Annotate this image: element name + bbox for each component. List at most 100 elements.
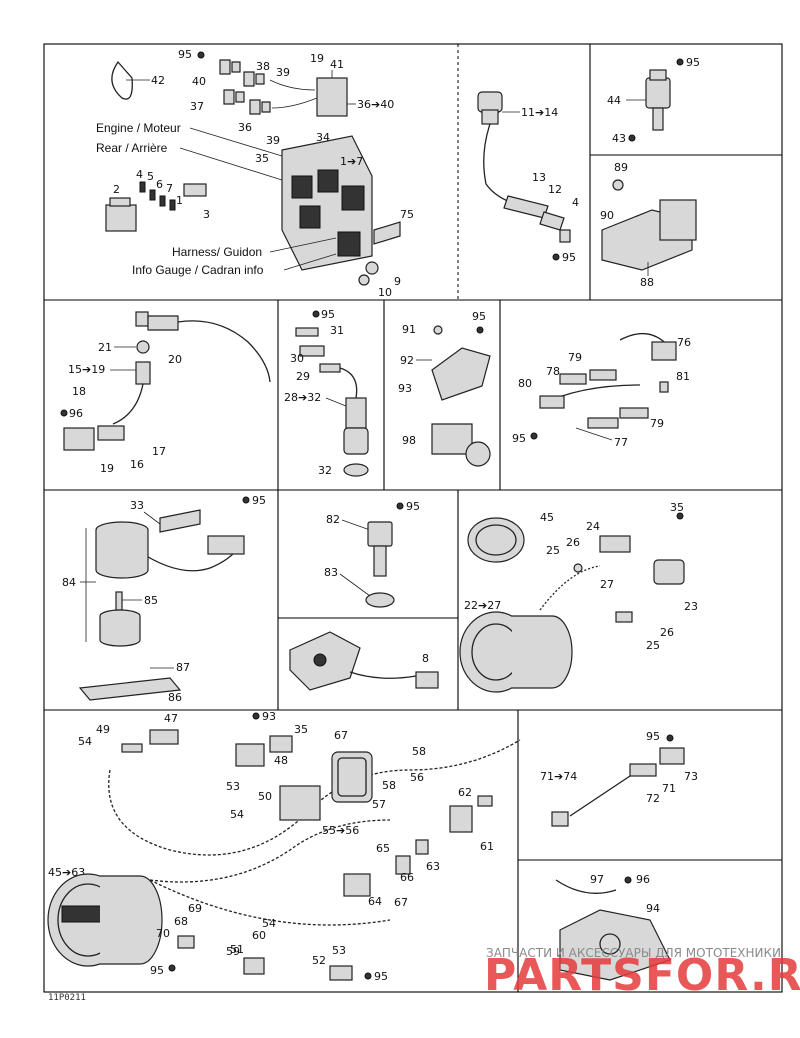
label-3: 3: [203, 208, 210, 221]
label-8: 8: [422, 652, 429, 665]
label-94: 94: [646, 902, 660, 915]
label-1: 1: [176, 194, 183, 207]
label-85: 85: [144, 594, 158, 607]
relay-61: [449, 805, 473, 833]
panel-switch-8: 8: [289, 631, 439, 691]
label-4: 4: [136, 168, 143, 181]
label-96: 96: [69, 407, 83, 420]
panel-coil-84: 33 95 84 85 87 86: [62, 494, 266, 704]
connector-76: [651, 341, 677, 361]
connector-47: [149, 729, 179, 745]
label-47: 47: [164, 712, 178, 725]
label-24: 24: [586, 520, 600, 533]
label-87: 87: [176, 661, 190, 674]
label-27: 27: [600, 578, 614, 591]
sensor-71: [551, 811, 569, 827]
label-89: 89: [614, 161, 628, 174]
sensor-44: [645, 77, 671, 109]
label-39-b: 39: [266, 134, 280, 147]
sensor-15: [135, 361, 151, 385]
label-23: 23: [684, 600, 698, 613]
label-5: 5: [147, 170, 154, 183]
label-67: 67: [334, 729, 348, 742]
fuse-slot: [337, 231, 361, 257]
label-63: 63: [426, 860, 440, 873]
caption-rear: Rear / Arrière: [96, 141, 168, 155]
relay-41: [316, 77, 348, 117]
label-44: 44: [607, 94, 621, 107]
nut-10: [358, 274, 370, 286]
label-95: 95: [512, 432, 526, 445]
bracket-86: [78, 677, 182, 701]
label-62: 62: [458, 786, 472, 799]
label-83: 83: [324, 566, 338, 579]
panel-level-sensor: 95 31 30 29 28➔32 32: [284, 308, 369, 477]
watermark-brand: PARTSFOR.RU: [484, 950, 800, 1001]
panel-fuse-box: 42 41 95 19 40 38 39 37 36 39 36➔40 Engi…: [96, 48, 414, 299]
label-68: 68: [174, 915, 188, 928]
o-ring-21: [136, 340, 150, 354]
label-54-b: 54: [230, 808, 244, 821]
label-19: 19: [100, 462, 114, 475]
label-70: 70: [156, 927, 170, 940]
label-78: 78: [546, 365, 560, 378]
connector-84: [207, 535, 245, 555]
watermark: ЗАПЧАСТИ И АКСЕССУАРЫ ДЛЯ МОТОТЕХНИКИ PA…: [484, 946, 800, 1001]
label-57: 57: [372, 798, 386, 811]
connector-48: [235, 743, 265, 767]
label-52: 52: [312, 954, 326, 967]
label-95: 95: [472, 310, 486, 323]
panel-switch-82: 82 95 83: [324, 500, 420, 608]
diagram-frame: [43, 43, 783, 993]
label-4: 4: [572, 196, 579, 209]
label-95: 95: [406, 500, 420, 513]
coil-84: [95, 530, 149, 579]
label-93: 93: [262, 710, 276, 723]
label-75: 75: [400, 208, 414, 221]
label-98: 98: [402, 434, 416, 447]
panel-sensor-44: 95 44 43: [607, 56, 700, 145]
connector-24: [599, 535, 631, 553]
panel-actuator-88: 89 90 88: [600, 161, 697, 289]
label-34: 34: [316, 131, 330, 144]
label-54-c: 54: [262, 917, 276, 930]
label-97: 97: [590, 873, 604, 886]
label-36-40: 36➔40: [357, 98, 394, 111]
label-26-a: 26: [566, 536, 580, 549]
label-38: 38: [256, 60, 270, 73]
connector-12: [503, 195, 549, 219]
sensor-23: [653, 559, 685, 585]
label-59: 59: [226, 945, 240, 958]
label-30: 30: [290, 352, 304, 365]
label-29: 29: [296, 370, 310, 383]
label-36: 36: [238, 121, 252, 134]
label-95: 95: [686, 56, 700, 69]
label-60: 60: [252, 929, 266, 942]
label-51: 51: [230, 943, 244, 956]
label-25-b: 25: [646, 639, 660, 652]
sensor-28: [345, 397, 367, 429]
label-86: 86: [168, 691, 182, 704]
label-79-b: 79: [650, 417, 664, 430]
panel-sensor-94: 97 96 94: [555, 873, 671, 981]
panel-main-harness: 49 47 93 35 54 67 58 48 56 58 53 50 54 5…: [47, 710, 521, 983]
label-6: 6: [156, 178, 163, 191]
label-35: 35: [255, 152, 269, 165]
connector-36: [249, 99, 271, 115]
label-54-a: 54: [78, 735, 92, 748]
label-66: 66: [400, 871, 414, 884]
watermark-tagline: ЗАПЧАСТИ И АКСЕССУАРЫ ДЛЯ МОТОТЕХНИКИ: [486, 946, 781, 960]
fuse-slot: [299, 205, 321, 229]
label-39-a: 39: [276, 66, 290, 79]
label-81: 81: [676, 370, 690, 383]
label-90: 90: [600, 209, 614, 222]
label-79-a: 79: [568, 351, 582, 364]
label-55-56: 55➔56: [322, 824, 359, 837]
label-91: 91: [402, 323, 416, 336]
label-26-b: 26: [660, 626, 674, 639]
pipe-75: [373, 221, 401, 245]
label-22-27: 22➔27: [464, 599, 501, 612]
label-67-b: 67: [394, 896, 408, 909]
boot-83: [365, 592, 395, 608]
